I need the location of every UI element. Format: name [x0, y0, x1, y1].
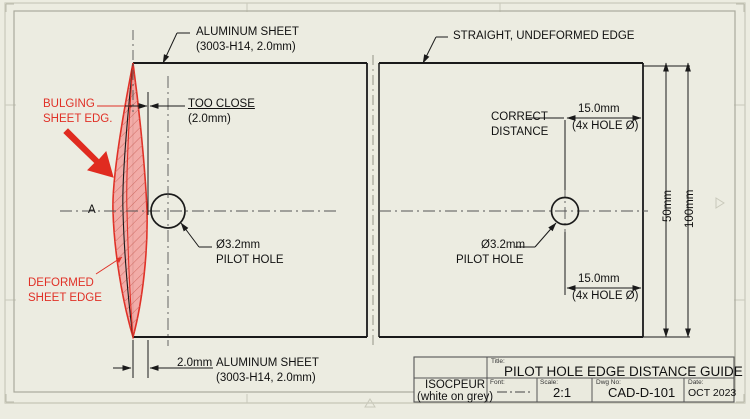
titleblock-standard-line2: (white on grey)	[417, 391, 494, 403]
label-deformed-sheet-edge-line1: DEFORMED	[28, 277, 94, 289]
bottom-left-dimension	[113, 340, 213, 378]
label-aluminum-sheet-bottom-line1: ALUMINUM SHEET	[216, 357, 319, 369]
titleblock-title-value: PILOT HOLE EDGE DISTANCE GUIDE	[504, 364, 743, 379]
label-left-pilot-hole-diameter: Ø3.2mm	[216, 239, 261, 251]
view-divider	[372, 55, 380, 345]
label-aluminum-sheet-top-line2: (3003-H14, 2.0mm)	[196, 41, 296, 53]
label-section-a: A	[88, 204, 96, 216]
label-too-close-value: (2.0mm)	[188, 113, 231, 125]
right-pilot-hole	[550, 196, 580, 226]
right-pilot-hole-leader	[515, 222, 557, 248]
label-bulging-sheet-edge-line2: SHEET EDG.	[43, 113, 113, 125]
drawing-border-frame	[13, 10, 736, 393]
right-view-centerlines	[379, 185, 648, 237]
label-dim-15mm-bottom: 15.0mm	[578, 273, 620, 285]
label-dim-15mm-top: 15.0mm	[578, 103, 620, 115]
label-bulging-sheet-edge-line1: BULGING	[43, 98, 95, 110]
label-right-pilot-hole-name: PILOT HOLE	[456, 254, 524, 266]
straight-edge-leader	[422, 36, 448, 64]
label-dim-50mm: 50mm	[662, 190, 674, 222]
left-pilot-hole-leader	[180, 222, 212, 248]
label-correct-distance-line2: DISTANCE	[491, 126, 549, 138]
titleblock-dwgno-caption: Dwg No:	[596, 379, 621, 386]
label-aluminum-sheet-bottom-line2: (3003-H14, 2.0mm)	[216, 372, 316, 384]
title-block-frame	[413, 356, 735, 403]
titleblock-title-caption: Title:	[491, 358, 505, 365]
deformed-edge-bulge	[112, 62, 148, 340]
label-too-close: TOO CLOSE	[188, 98, 255, 110]
label-dim-15mm-bottom-note: (4x HOLE Ø)	[572, 290, 639, 302]
label-dim-100mm: 100mm	[684, 189, 696, 228]
titleblock-dwgno-value: CAD-D-101	[608, 385, 676, 400]
titleblock-date-caption: Date:	[688, 379, 704, 386]
vertical-dimensions	[643, 62, 691, 338]
titleblock-scale-value: 2:1	[553, 385, 572, 400]
titleblock-font-caption: Font:	[490, 379, 505, 386]
label-straight-undeformed-edge: STRAIGHT, UNDEFORMED EDGE	[453, 30, 635, 42]
label-bottom-dimension-2mm: 2.0mm	[177, 357, 213, 369]
titleblock-scale-caption: Scale:	[540, 379, 559, 386]
aluminum-sheet-top-leader	[162, 32, 190, 64]
titleblock-standard-line1: ISOCPEUR	[425, 379, 486, 391]
left-dimension-extension-lines	[132, 30, 149, 215]
left-pilot-hole	[150, 76, 186, 346]
label-deformed-sheet-edge-line2: SHEET EDGE	[28, 292, 102, 304]
label-correct-distance-line1: CORRECT	[491, 111, 548, 123]
label-aluminum-sheet-top-line1: ALUMINUM SHEET	[196, 26, 299, 38]
bulge-callout-arrow	[63, 128, 114, 178]
label-right-pilot-hole-diameter: Ø3.2mm	[481, 239, 526, 251]
titleblock-date-value: OCT 2023	[688, 387, 737, 399]
label-left-pilot-hole-name: PILOT HOLE	[216, 254, 284, 266]
outer-margin-frame	[4, 2, 746, 408]
label-dim-15mm-top-note: (4x HOLE Ø)	[572, 120, 639, 132]
